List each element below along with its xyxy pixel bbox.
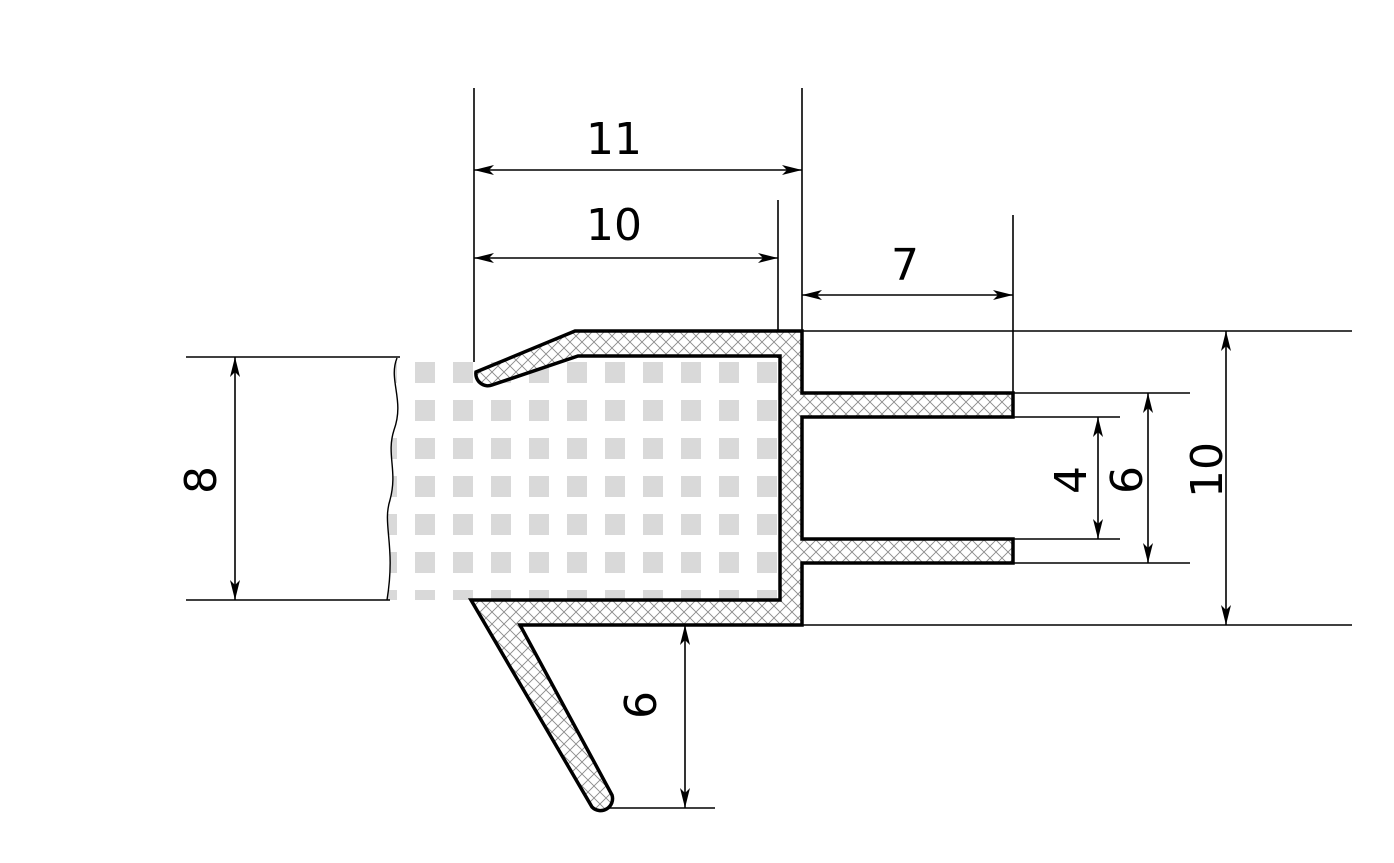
glass-panel [386, 357, 780, 601]
dim-label-profile-height: 10 [1182, 442, 1233, 498]
dim-label-top-total: 11 [586, 114, 642, 165]
dim-label-fin-length: 7 [891, 240, 919, 291]
dim-label-top-inner: 10 [586, 200, 642, 251]
extension-lines [186, 88, 1352, 809]
u-channel-section [467, 329, 1015, 813]
seal-profile [467, 329, 1015, 813]
dim-label-gap-inner: 4 [1046, 466, 1097, 494]
dim-label-lip-height: 6 [616, 691, 667, 719]
dim-label-gap-outer: 6 [1102, 466, 1153, 494]
dimension-lines [230, 165, 1231, 808]
dim-label-glass-thickness: 8 [176, 466, 227, 494]
